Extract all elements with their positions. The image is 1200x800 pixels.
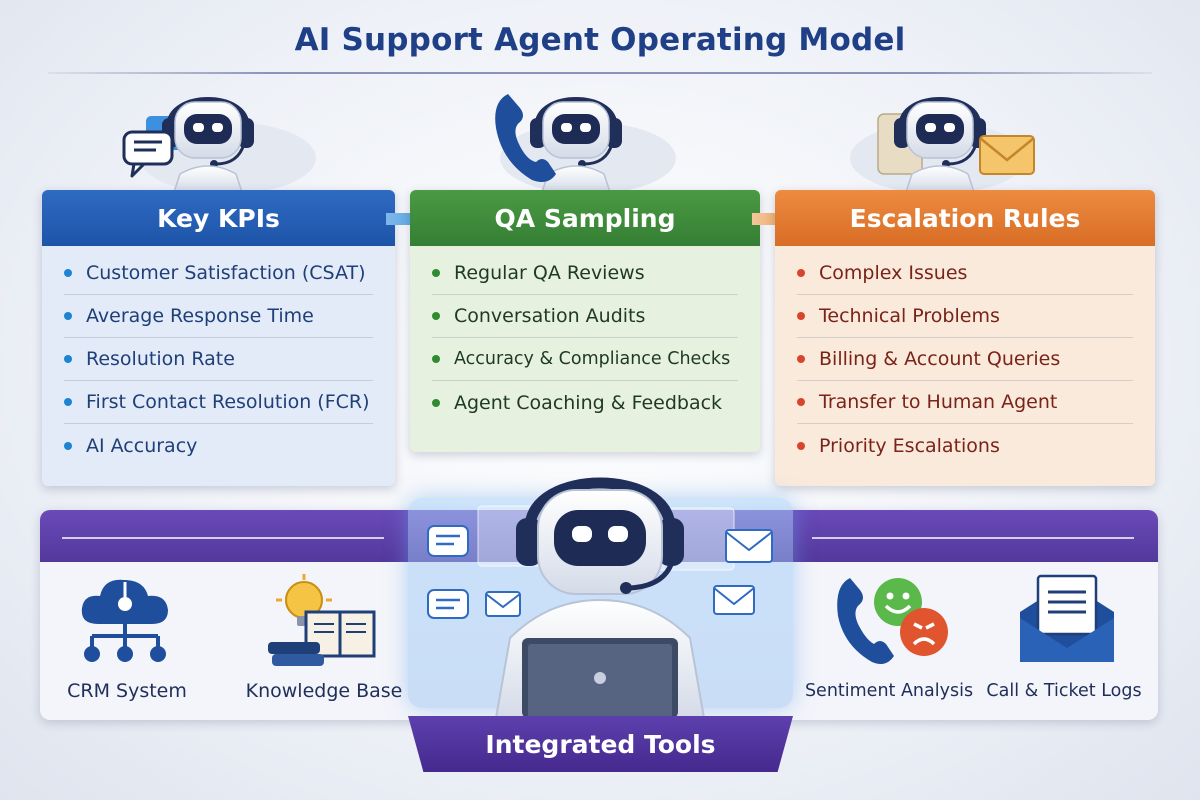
knowledge-base-label: Knowledge Base [245,680,403,702]
sentiment-faces-icon [837,578,948,664]
bullet-icon [797,355,805,363]
list-item: Customer Satisfaction (CSAT) [64,252,373,295]
envelope-icon [979,135,1035,175]
chat-bubble-icon [122,130,174,178]
list-item: First Contact Resolution (FCR) [64,381,373,424]
qa-list: Regular QA Reviews Conversation Audits A… [410,246,760,424]
divider [812,537,1134,539]
bullet-icon [797,269,805,277]
list-item: Resolution Rate [64,338,373,381]
bullet-icon [64,441,72,450]
robot-agent-icon [850,80,1035,192]
escalation-list: Complex Issues Technical Problems Billin… [775,246,1155,467]
crm-system-label: CRM System [67,680,187,702]
laptop-icon [522,638,678,718]
bullet-icon [432,398,440,407]
bullet-icon [432,312,440,320]
bullet-icon [797,441,805,450]
list-item: Priority Escalations [797,424,1133,467]
escalation-panel-heading: Escalation Rules [775,190,1155,246]
bullet-icon [64,312,72,320]
list-item: Billing & Account Queries [797,338,1133,381]
escalation-panel: Escalation Rules Complex Issues Technica… [775,190,1155,486]
bullet-icon [797,312,805,320]
list-item: Conversation Audits [432,295,738,338]
bullet-icon [64,355,72,363]
lightbulb-book-icon [268,574,376,666]
list-item: Agent Coaching & Feedback [432,381,738,424]
list-item: Transfer to Human Agent [797,381,1133,424]
kpi-panel-heading: Key KPIs [42,190,395,246]
cloud-network-icon [81,579,168,662]
list-item: Average Response Time [64,295,373,338]
list-item: Complex Issues [797,252,1133,295]
call-ticket-logs-label: Call & Ticket Logs [986,681,1142,701]
ticket-envelope-icon [1020,574,1114,662]
page-title: AI Support Agent Operating Model [294,22,906,58]
robot-agent-icon [495,94,676,192]
phone-icon [495,94,556,182]
bullet-icon [64,398,72,406]
kpi-panel: Key KPIs Customer Satisfaction (CSAT) Av… [42,190,395,486]
qa-panel: QA Sampling Regular QA Reviews Conversat… [410,190,760,452]
robot-agent-icon [122,80,316,192]
sentiment-analysis-label: Sentiment Analysis [804,681,974,701]
qa-panel-heading: QA Sampling [410,190,760,246]
divider [62,537,384,539]
list-item: Technical Problems [797,295,1133,338]
bullet-icon [64,269,72,277]
list-item: Regular QA Reviews [432,252,738,295]
bullet-icon [432,355,440,363]
list-item: Accuracy & Compliance Checks [432,338,738,381]
envelope-icon [485,529,773,617]
kpi-list: Customer Satisfaction (CSAT) Average Res… [42,246,395,467]
chat-bubble-icon [427,525,469,619]
bullet-icon [432,269,440,277]
bullet-icon [797,398,805,406]
integrated-tools-ribbon: Integrated Tools [408,716,793,772]
robot-agent-icon [427,477,773,718]
title-divider [48,72,1152,74]
list-item: AI Accuracy [64,424,373,467]
